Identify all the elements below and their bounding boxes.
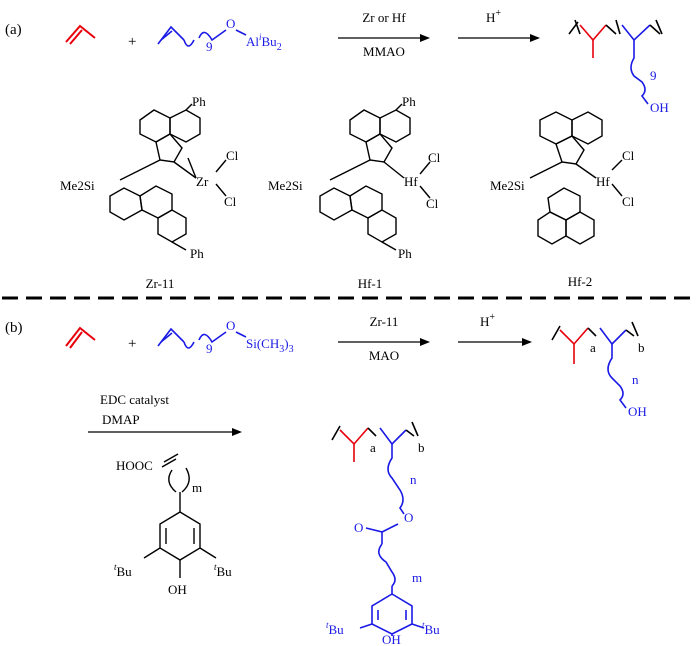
arrow-a-2-above: H+ — [486, 8, 501, 25]
arrow-a-1-below: MMAO — [363, 44, 405, 59]
reagent-tbu-right: tBu — [214, 562, 232, 579]
product-a-hydroxyl: OH — [650, 100, 669, 115]
product-b-2-backbone — [331, 421, 425, 636]
propylene-monomer-b — [65, 326, 96, 347]
arrow-b-1-head — [420, 338, 430, 346]
plus-sign-a: + — [128, 34, 136, 50]
zr-11-name: Zr-11 — [146, 276, 175, 291]
product-b-2-tbu-left: tBu — [326, 620, 344, 637]
arrow-b-1-above: Zr-11 — [370, 314, 399, 329]
hf-1-ph-bottom: Ph — [398, 246, 412, 261]
catalyst-zr-11-structure — [109, 103, 227, 251]
product-b-2-hydroxyl: OH — [382, 632, 401, 646]
arrow-b-3-line2: DMAP — [102, 412, 140, 427]
comonomer-a-subscript: 9 — [206, 39, 213, 54]
hf-1-si: Me2Si — [268, 178, 303, 193]
zr-11-metal: Zr — [196, 174, 209, 189]
comonomer-b-subscript: 9 — [206, 341, 213, 356]
undecenyl-aluminum-comonomer — [157, 25, 247, 47]
arrow-b-1-below: MAO — [369, 348, 399, 363]
hf-1-cl-top: Cl — [428, 150, 441, 165]
zr-11-cl-top: Cl — [226, 148, 239, 163]
catalyst-hf-1-structure — [319, 103, 431, 251]
product-b-1-a: a — [590, 340, 596, 355]
panel-a-label: (a) — [5, 22, 22, 38]
comonomer-a-oxygen: O — [226, 16, 235, 31]
product-b-2-n: n — [410, 472, 417, 487]
product-b-1-n: n — [632, 372, 639, 387]
product-a-backbone — [568, 19, 663, 105]
arrow-a-2-head — [530, 34, 540, 42]
product-b-1-hydroxyl: OH — [628, 404, 647, 419]
zr-11-cl-bottom: Cl — [224, 194, 237, 209]
comonomer-b-silyl: Si(CH3)3 — [246, 336, 294, 355]
comonomer-b-oxygen: O — [226, 318, 235, 333]
arrow-a-1-head — [420, 34, 430, 42]
arrow-a-1-above: Zr or Hf — [362, 10, 406, 25]
hf-1-name: Hf-1 — [358, 276, 383, 291]
zr-11-ph-bottom: Ph — [190, 246, 204, 261]
reagent-hydroxyl: OH — [168, 582, 187, 597]
hf-2-metal: Hf — [596, 174, 610, 189]
product-a-subscript: 9 — [650, 68, 657, 83]
plus-sign-b: + — [128, 336, 136, 352]
undecenyl-silyl-comonomer — [157, 327, 247, 349]
catalyst-hf-2-structure — [529, 111, 623, 245]
reagent-acid: HOOC — [116, 458, 153, 473]
zr-11-ph-top: Ph — [192, 94, 206, 109]
hf-2-si: Me2Si — [490, 178, 525, 193]
panel-b-label: (b) — [5, 320, 23, 336]
product-b-2-o-keto: O — [354, 520, 363, 535]
arrow-b-3-line1: EDC catalyst — [100, 392, 169, 407]
arrow-b-2-above: H+ — [480, 312, 495, 329]
propylene-double-bond-b — [69, 331, 83, 349]
comonomer-a-aluminum: AliBu2 — [246, 32, 282, 53]
hf-2-name: Hf-2 — [568, 274, 593, 289]
product-b-2-tbu-right: tBu — [422, 620, 440, 637]
reagent-tbu-left: tBu — [114, 562, 132, 579]
hf-2-cl-bottom: Cl — [622, 194, 635, 209]
reagent-structure — [143, 453, 217, 578]
hf-1-metal: Hf — [404, 174, 418, 189]
propylene-double-bond — [69, 29, 83, 45]
hf-1-ph-top: Ph — [402, 94, 416, 109]
zr-11-si: Me2Si — [60, 178, 95, 193]
product-b-1-backbone — [551, 321, 639, 409]
product-b-2-b: b — [418, 440, 425, 455]
product-b-1-b: b — [638, 340, 645, 355]
product-b-2-m: m — [412, 570, 422, 585]
hf-1-cl-bottom: Cl — [426, 196, 439, 211]
reagent-m: m — [192, 480, 202, 495]
propylene-monomer — [65, 24, 96, 43]
product-b-2-o-ester: O — [404, 510, 413, 525]
arrow-b-2-head — [522, 338, 532, 346]
product-b-2-a: a — [370, 440, 376, 455]
hf-2-cl-top: Cl — [622, 148, 635, 163]
arrow-b-3-head — [232, 428, 242, 436]
